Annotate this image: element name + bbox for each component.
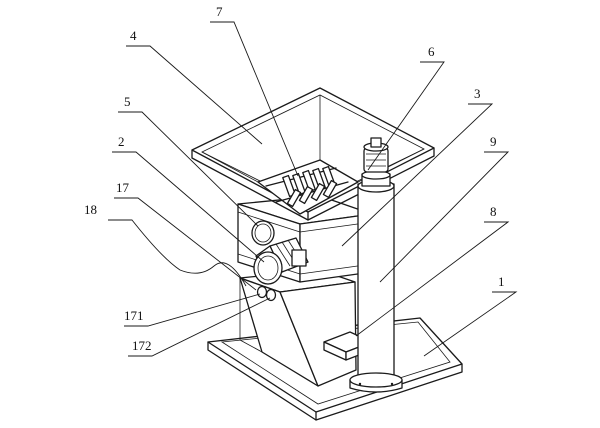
label-1: 1: [498, 274, 505, 289]
knob-171: [256, 285, 268, 299]
knob-172: [265, 288, 277, 302]
label-18: 18: [84, 202, 97, 217]
label-7: 7: [216, 4, 223, 19]
control-knobs: [256, 285, 277, 302]
label-9: 9: [490, 134, 497, 149]
leader-lines: [108, 21, 518, 357]
label-6: 6: [428, 44, 435, 59]
label-17: 17: [116, 180, 130, 195]
crushing-blades: [265, 165, 349, 208]
label-5: 5: [124, 94, 131, 109]
label-3: 3: [474, 86, 481, 101]
label-4: 4: [130, 28, 137, 43]
label-8: 8: [490, 204, 497, 219]
lifting-column: [349, 137, 403, 393]
label-172: 172: [132, 338, 152, 353]
label-2: 2: [118, 134, 125, 149]
hopper: [191, 87, 435, 221]
reference-labels: 7 4 6 5 3 2 9 17 18 8 1 171 172: [84, 4, 505, 353]
label-171: 171: [124, 308, 144, 323]
